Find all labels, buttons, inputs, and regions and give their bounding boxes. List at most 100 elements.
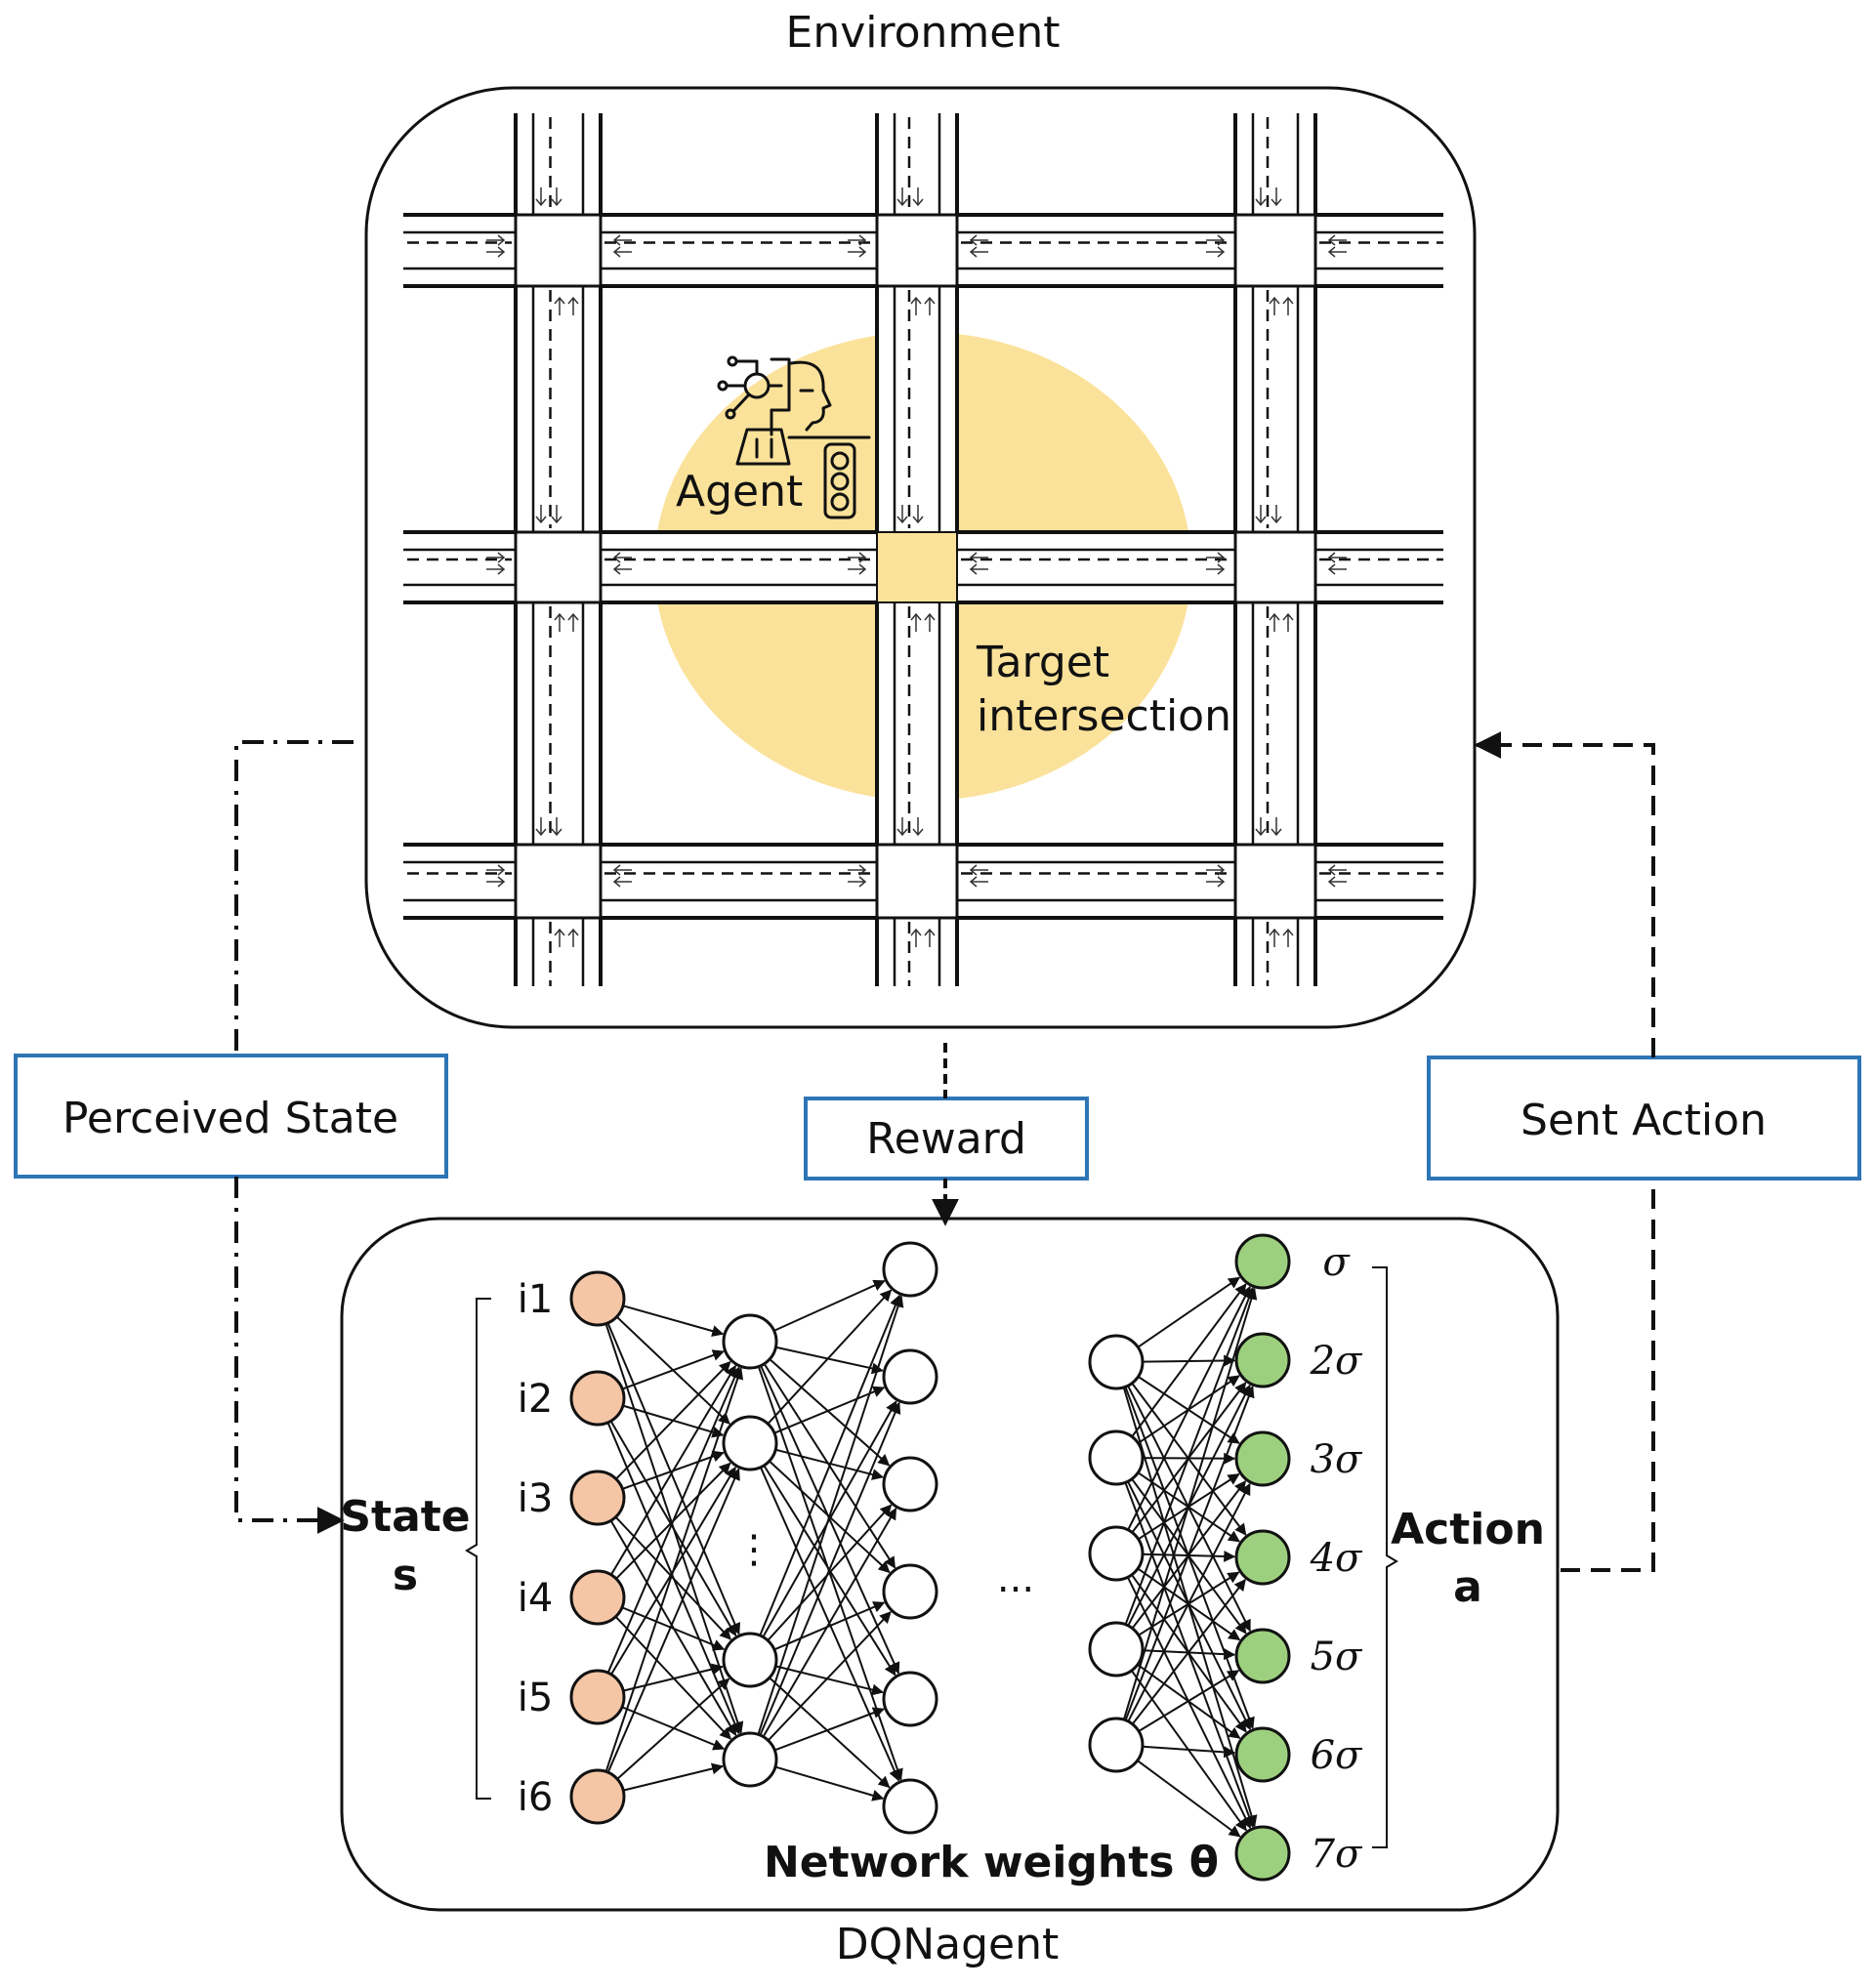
output-node [1234,1430,1291,1487]
sent-action-label: Sent Action [1521,1096,1767,1145]
input-node [569,1270,626,1327]
network-edge [1131,1283,1247,1437]
hidden-node [722,1415,778,1471]
reward-box [804,1097,1089,1180]
output-node [1234,1233,1291,1290]
hidden-node [1088,1717,1145,1773]
network-edge [773,1279,886,1332]
network-edge [615,1360,731,1480]
hidden-node [1088,1429,1145,1486]
network-nodes [569,1233,1291,1882]
network-edge [1127,1285,1251,1531]
network-edge [1124,1287,1255,1626]
network-edge [1131,1578,1246,1725]
network-edge [622,1305,725,1337]
hidden-node [882,1563,938,1620]
network-edge [622,1762,724,1792]
dqn-agent-frame [340,1217,1560,1912]
network-edge [614,1515,731,1640]
output-node [1234,1529,1291,1586]
input-node [569,1768,626,1825]
hidden-node [882,1241,938,1298]
hidden-node [722,1313,778,1370]
state-label-line2: s [393,1551,418,1600]
network-edge [1127,1482,1251,1722]
target-label-line2: intersection [977,691,1231,741]
network-edge [606,1322,741,1636]
input-label: i4 [518,1576,554,1621]
network-edge [621,1349,725,1390]
output-label: 5σ [1311,1635,1363,1679]
state-label-line1: State [340,1492,470,1542]
input-label: i3 [518,1476,554,1521]
hidden-node [882,1671,938,1727]
network-edge [774,1665,884,1696]
state-bracket [465,1298,491,1800]
network-edge [773,1707,885,1752]
network-edge [606,1468,740,1773]
network-edge [616,1677,730,1780]
network-edge [767,1289,893,1425]
network-edge [1138,1670,1240,1732]
layers-ellipsis: ... [997,1556,1034,1601]
target-intersection [876,531,958,603]
network-edge [759,1294,901,1636]
network-edges [604,1276,1258,1838]
hidden-node [1088,1334,1145,1390]
input-label: i5 [518,1676,554,1720]
network-edge [604,1367,744,1772]
hidden-node [882,1778,938,1835]
network-edge [1137,1760,1241,1838]
sent-action-connector [1477,745,1655,1572]
action-label-line1: Action [1391,1505,1545,1554]
network-edge [606,1366,740,1674]
network-weights-label: Network weights θ [764,1838,1219,1887]
network-edge [767,1504,893,1641]
agent-icon [717,355,871,519]
input-node [569,1370,626,1427]
output-node [1234,1825,1291,1882]
perceived-state-box [14,1054,448,1179]
network-edge [774,1765,885,1802]
perceived-state-label: Perceived State [62,1094,398,1143]
output-label: 6σ [1311,1733,1363,1778]
perceived-state-connector [234,740,354,1520]
output-label: σ [1322,1240,1351,1285]
output-node [1234,1628,1291,1684]
output-label: 4σ [1310,1536,1363,1581]
network-edge [769,1677,891,1789]
input-label: i2 [518,1377,554,1422]
network-edge [609,1364,737,1576]
output-label: 2σ [1310,1339,1363,1384]
hidden-node [722,1731,778,1788]
network-edge [773,1386,886,1434]
output-label: 7σ [1311,1832,1363,1877]
reward-label: Reward [866,1114,1026,1164]
input-label: i6 [518,1775,554,1820]
sent-action-box [1427,1056,1861,1180]
network-edge [621,1606,726,1651]
network-edge [762,1400,897,1637]
hidden-node [882,1348,938,1405]
network-edge [1122,1287,1258,1720]
network-edge [762,1508,897,1738]
network-edge [774,1448,885,1480]
output-node [1234,1726,1291,1783]
output-node [1234,1332,1291,1388]
input-node [569,1669,626,1725]
hidden-node [722,1632,778,1688]
input-node [569,1470,626,1526]
action-bracket [1372,1266,1398,1848]
environment-frame [364,86,1477,1029]
network-edge [609,1420,737,1636]
network-edge [1124,1385,1255,1721]
network-edge [1142,1745,1236,1759]
hidden-ellipsis: ⋮ [734,1527,773,1572]
network-edge [775,1346,884,1375]
network-edge [757,1295,904,1735]
network-edge [773,1601,886,1651]
input-label: i1 [518,1277,554,1322]
input-node [569,1569,626,1626]
